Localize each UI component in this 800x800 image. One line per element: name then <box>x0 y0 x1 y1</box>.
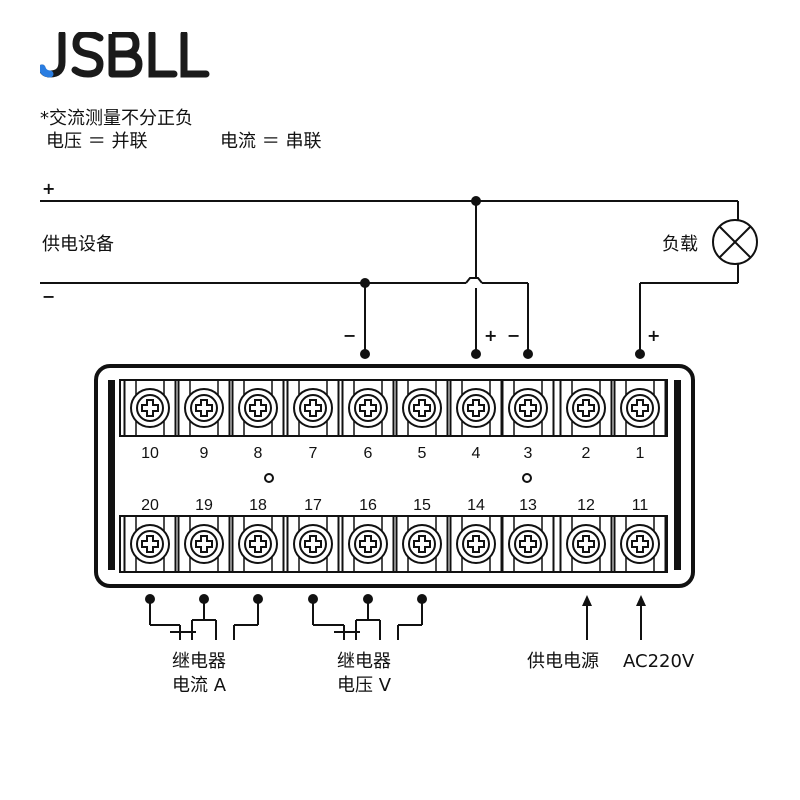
screw-icon <box>195 535 213 553</box>
note-ac-polarity: *交流测量不分正负 <box>40 108 193 129</box>
screw-icon <box>413 535 431 553</box>
note-current-series: 电流 ＝ 串联 <box>220 131 322 152</box>
power-supply-spec: AC220V <box>623 651 695 672</box>
screw-icon <box>141 535 159 553</box>
bottom-terminal-number: 20 <box>141 497 159 514</box>
top-terminal-number: 3 <box>524 445 533 462</box>
polarity-t4: + <box>484 326 497 345</box>
power-supply-label: 供电电源 <box>527 651 599 672</box>
supply-wires <box>40 200 739 354</box>
relay-voltage-dots <box>308 594 427 604</box>
bottom-terminal-11: 11 <box>613 497 667 573</box>
terminal-block-bottom: 20 19 18 17 16 15 14 13 12 11 <box>119 497 668 573</box>
indicator-dot-3 <box>522 473 532 483</box>
relay-current-title: 继电器 <box>172 651 226 672</box>
bottom-terminal-17: 17 <box>286 497 340 573</box>
top-terminal-number: 9 <box>200 445 209 462</box>
top-terminal-4: 4 <box>449 379 503 462</box>
bottom-terminal-19: 19 <box>177 497 231 573</box>
screw-icon <box>195 399 213 417</box>
top-terminal-8: 8 <box>231 379 285 462</box>
top-terminal-number: 10 <box>141 445 159 462</box>
screw-icon <box>249 399 267 417</box>
relay-voltage-subtitle: 电压 V <box>337 675 392 696</box>
bottom-terminal-number: 18 <box>249 497 267 514</box>
bottom-terminal-16: 16 <box>341 497 395 573</box>
screw-icon <box>249 535 267 553</box>
top-terminal-1: 1 <box>613 379 667 462</box>
screw-icon <box>577 535 595 553</box>
supply-device-label: 供电设备 <box>42 234 114 255</box>
bottom-terminal-15: 15 <box>395 497 449 573</box>
top-terminal-number: 8 <box>254 445 263 462</box>
screw-icon <box>631 399 649 417</box>
top-terminal-10: 10 <box>123 379 177 462</box>
brand-logo <box>38 30 210 82</box>
screw-icon <box>141 399 159 417</box>
screw-icon <box>359 535 377 553</box>
relay-current-wiring <box>149 599 259 640</box>
polarity-t3: − <box>507 326 520 345</box>
bottom-terminal-number: 17 <box>304 497 322 514</box>
indicator-dot-8 <box>264 473 274 483</box>
screw-icon <box>519 399 537 417</box>
bottom-terminal-number: 11 <box>632 497 649 514</box>
top-terminal-9: 9 <box>177 379 231 462</box>
top-terminal-number: 5 <box>418 445 427 462</box>
bottom-terminal-number: 15 <box>413 497 431 514</box>
screw-icon <box>467 399 485 417</box>
relay-voltage-wiring <box>312 599 423 640</box>
top-terminal-number: 1 <box>636 445 645 462</box>
relay-current-dots <box>145 594 263 604</box>
top-terminal-number: 4 <box>472 445 481 462</box>
load-label: 负载 <box>662 234 698 255</box>
polarity-t1: + <box>647 326 660 345</box>
screw-icon <box>577 399 595 417</box>
supply-plus-sign: + <box>42 179 55 198</box>
screw-icon <box>413 399 431 417</box>
bottom-terminal-18: 18 <box>231 497 285 573</box>
screw-icon <box>359 399 377 417</box>
bottom-terminal-13: 13 <box>501 497 555 573</box>
bottom-terminal-number: 16 <box>359 497 377 514</box>
bottom-terminal-20: 20 <box>123 497 177 573</box>
note-voltage-parallel: 电压 ＝ 并联 <box>46 131 148 152</box>
junction-dots <box>360 196 645 359</box>
screw-icon <box>467 535 485 553</box>
bottom-terminal-12: 12 <box>559 497 613 573</box>
bottom-terminal-number: 14 <box>467 497 485 514</box>
top-terminal-6: 6 <box>341 379 395 462</box>
top-terminal-number: 7 <box>309 445 318 462</box>
bottom-terminal-14: 14 <box>449 497 503 573</box>
power-arrows <box>582 595 646 640</box>
bottom-terminal-number: 13 <box>519 497 537 514</box>
top-terminal-7: 7 <box>286 379 340 462</box>
screw-icon <box>304 535 322 553</box>
top-terminal-number: 2 <box>582 445 591 462</box>
load-lamp-icon <box>712 219 758 265</box>
top-terminal-3: 3 <box>501 379 555 462</box>
bottom-terminal-number: 12 <box>577 497 595 514</box>
top-terminal-number: 6 <box>364 445 373 462</box>
screw-icon <box>304 399 322 417</box>
top-terminal-2: 2 <box>559 379 613 462</box>
polarity-t6: − <box>343 326 356 345</box>
terminal-block-top: 10 9 8 7 6 5 4 3 2 1 <box>119 379 668 462</box>
screw-icon <box>519 535 537 553</box>
screw-icon <box>631 535 649 553</box>
relay-current-subtitle: 电流 A <box>172 675 227 696</box>
bottom-terminal-number: 19 <box>195 497 213 514</box>
supply-minus-sign: − <box>42 287 55 306</box>
relay-voltage-title: 继电器 <box>337 651 391 672</box>
top-terminal-5: 5 <box>395 379 449 462</box>
